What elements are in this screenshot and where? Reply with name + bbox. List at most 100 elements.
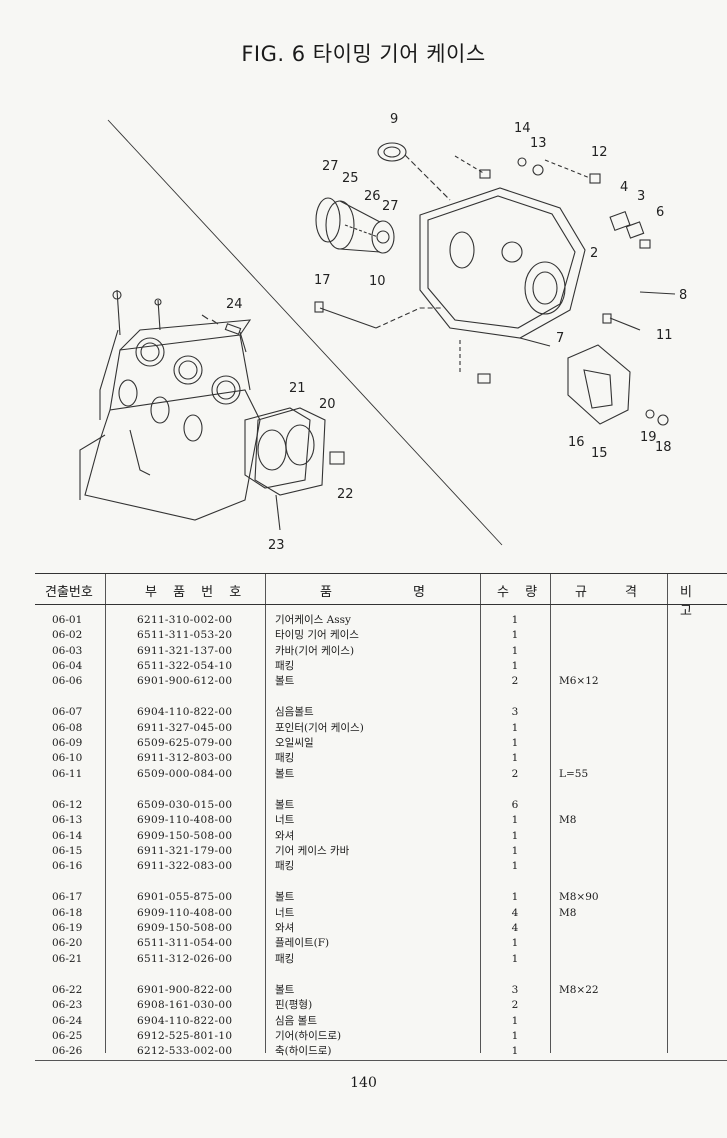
diagram-label: 20 [319,397,336,412]
part-name: 볼트 [275,767,295,780]
diagram-label: 23 [268,538,285,550]
part-number: 6909-150-508-00 [137,829,233,842]
part-number: 6904-110-822-00 [137,706,233,719]
part-number: 6511-311-054-00 [137,937,233,950]
part-name: 볼트 [275,675,295,688]
diagram-label: 10 [369,274,386,289]
diagram-label: 21 [289,381,306,396]
diagram-label: 15 [591,446,608,461]
part-name: 포인터(기어 케이스) [275,721,364,734]
specification: L=55 [559,767,589,780]
quantity: 1 [511,659,519,672]
diagram-label: 22 [337,487,354,502]
part-ref-no: 06-19 [52,922,83,935]
diagram-label: 2 [590,246,598,261]
part-ref-no: 06-04 [52,659,83,672]
header-name-b: 명 [413,585,425,600]
part-number: 6511-311-053-20 [137,629,233,642]
diagram-label: 16 [568,435,585,450]
header-qty: 수 량 [497,585,544,600]
quantity: 1 [511,1014,519,1027]
part-name: 핀(평형) [275,999,313,1012]
quantity: 1 [511,629,519,642]
diagram-label: 6 [656,205,664,220]
part-ref-no: 06-15 [52,844,83,857]
specification: M6×12 [559,675,599,688]
part-number: 6912-525-801-10 [137,1029,233,1042]
quantity: 1 [511,937,519,950]
part-ref-no: 06-09 [52,737,83,750]
page-title: FIG. 6 타이밍 기어 케이스 [241,42,486,66]
header-remarks: 비 고 [680,585,706,619]
part-ref-no: 06-01 [52,614,83,626]
part-ref-no: 06-23 [52,999,83,1012]
part-name: 볼트 [275,891,295,904]
part-ref-no: 06-24 [52,1014,83,1027]
part-number: 6909-150-508-00 [137,922,233,935]
part-ref-no: 06-06 [52,675,83,688]
table-header: 견출번호 부 품 번 호 품 명 수 량 규 격 비 고 [35,573,727,619]
quantity: 1 [511,860,519,873]
quantity: 1 [511,814,519,827]
quantity: 1 [511,737,519,750]
part-name: 와셔 [275,829,295,842]
diagram-label: 26 [364,189,381,204]
part-ref-no: 06-18 [52,906,83,919]
specification: M8 [559,814,577,827]
part-number: 6909-110-408-00 [137,814,233,827]
quantity: 3 [511,706,519,719]
quantity: 1 [511,752,519,765]
part-number: 6911-321-137-00 [137,644,233,657]
quantity: 2 [511,675,519,688]
header-no: 견출번호 [45,585,93,600]
part-number: 6909-110-408-00 [137,906,233,919]
quantity: 3 [511,983,519,996]
part-ref-no: 06-10 [52,752,83,765]
quantity: 1 [511,952,519,965]
part-number: 6211-310-002-00 [137,614,233,626]
diagram-label: 11 [656,328,673,343]
part-number: 6911-312-803-00 [137,752,233,765]
part-number: 6901-055-875-00 [137,891,233,904]
diagram-label: 8 [679,288,687,303]
part-name: 너트 [275,814,295,827]
part-ref-no: 06-22 [52,983,83,996]
part-name: 축(하이드로) [275,1045,332,1058]
part-number: 6911-322-083-00 [137,860,233,873]
quantity: 1 [511,614,519,626]
part-number: 6509-000-084-00 [137,767,233,780]
part-number: 6212-533-002-00 [137,1045,233,1058]
diagram-label: 12 [591,145,608,160]
part-name: 카바(기어 케이스) [275,644,355,657]
table-bottom-rule [35,1060,727,1061]
header-spec-b: 격 [625,585,637,600]
part-name: 타이밍 기어 케이스 [275,629,359,642]
part-ref-no: 06-26 [52,1045,83,1058]
quantity: 6 [511,798,519,811]
diagram-label: 13 [530,136,547,151]
quantity: 1 [511,829,519,842]
diagram-label: 27 [322,159,339,174]
part-number: 6509-030-015-00 [137,798,233,811]
part-number: 6901-900-612-00 [137,675,233,688]
table-row: 06-06 6901-900-612-00 볼트 2 M6×12 [35,674,727,689]
specification: M8×22 [559,983,599,996]
part-ref-no: 06-03 [52,644,83,657]
